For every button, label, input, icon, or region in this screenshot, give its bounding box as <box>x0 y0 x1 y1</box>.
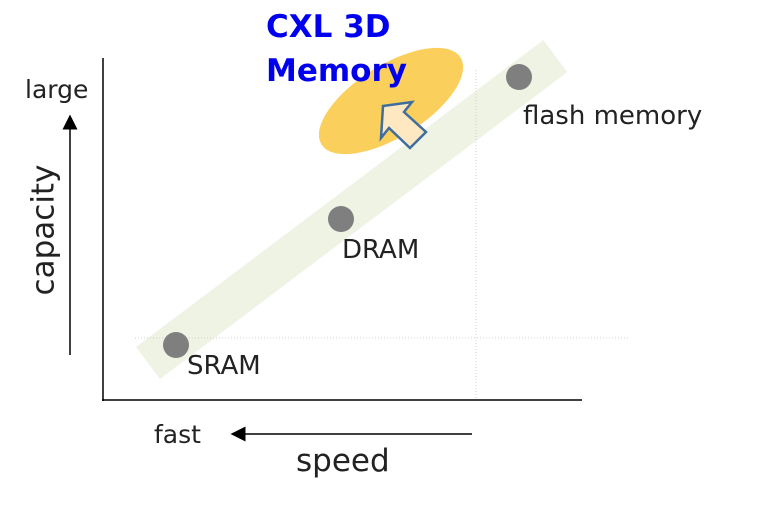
y-axis-label: capacity <box>25 164 62 296</box>
trend-band <box>135 40 568 379</box>
sram-dot <box>163 332 189 358</box>
sram-label: SRAM <box>187 351 261 381</box>
up-left-arrow-icon <box>379 100 428 150</box>
flash-memory-label: flash memory <box>523 101 703 131</box>
cxl-ellipse <box>318 47 464 155</box>
dram-dot <box>328 206 354 232</box>
y-axis-end-label: large <box>25 75 89 104</box>
title-line1: CXL 3D <box>266 9 391 45</box>
dram-label: DRAM <box>342 235 420 265</box>
title-line2: Memory <box>266 53 407 89</box>
flash-dot <box>506 64 532 90</box>
x-axis-label: speed <box>296 443 390 479</box>
x-axis-end-label: fast <box>154 420 201 449</box>
